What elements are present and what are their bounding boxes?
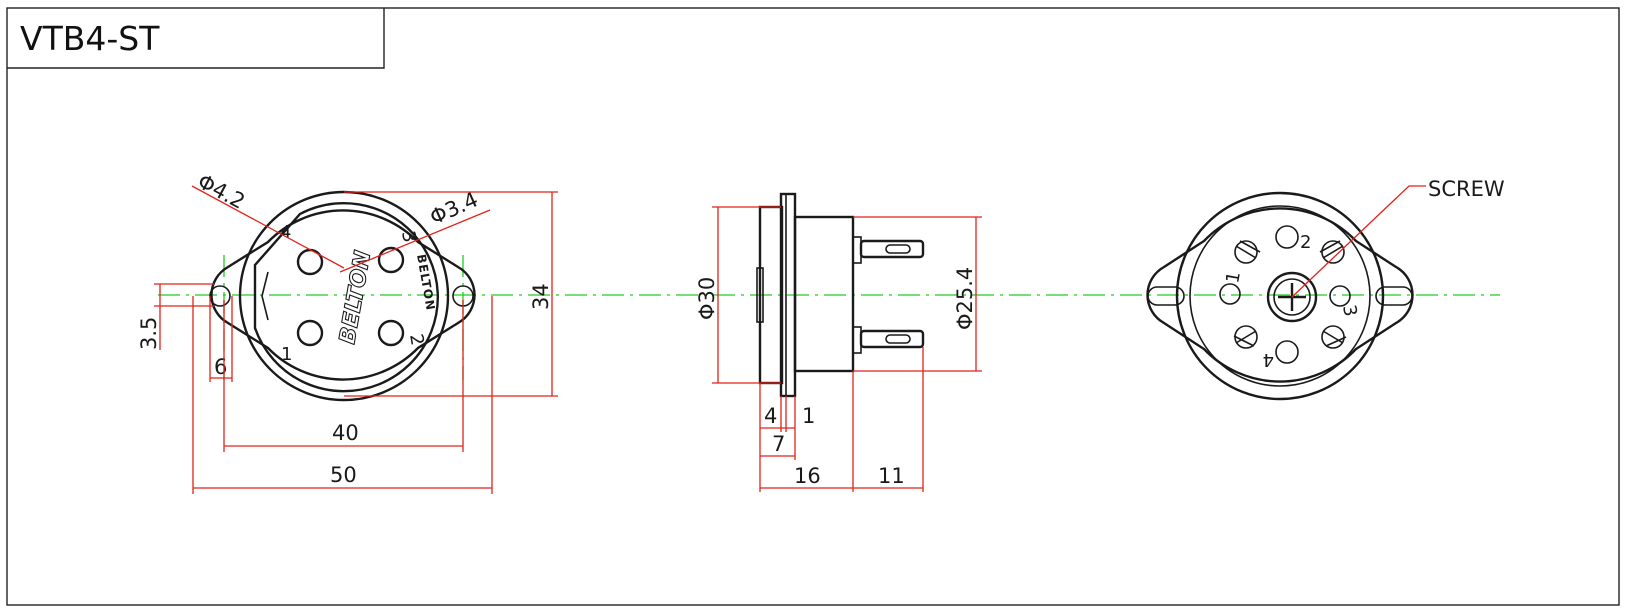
rear-pin-label-2: 2 <box>1300 232 1311 253</box>
front-pin-label-4: 4 <box>280 222 291 243</box>
side-rear-boss <box>756 267 764 323</box>
dim-side-c: 7 <box>772 432 785 456</box>
rear-body-outline <box>1175 191 1385 401</box>
rear-pin-hole-4 <box>1275 340 1299 364</box>
rear-pin-hole-3 <box>1329 285 1351 307</box>
front-pin-label-2: 2 <box>405 332 428 347</box>
pin-hole-3 <box>377 246 405 274</box>
side-lug-top <box>859 239 925 259</box>
rear-lug-4 <box>1233 325 1258 349</box>
rear-lug-2 <box>1319 240 1345 264</box>
dim-slot-width: 6 <box>214 355 227 379</box>
dim-slot-offset: 3.5 <box>137 317 161 350</box>
dim-body-dia: Φ25.4 <box>953 267 977 330</box>
front-view: BELTON BELTON 1 2 3 4 Φ4.2 Φ3.4 34 3.5 6… <box>137 169 558 494</box>
dim-overall-width: 50 <box>330 463 357 487</box>
dim-overall-height: 34 <box>529 283 553 310</box>
rear-pin-hole-2 <box>1275 225 1299 249</box>
rear-slot-left <box>1147 286 1185 306</box>
dim-lug-len: 11 <box>878 464 905 488</box>
dim-body-len: 16 <box>794 464 821 488</box>
rear-slot-right <box>1375 286 1413 306</box>
rear-lug-3 <box>1321 325 1347 349</box>
front-flange-outline <box>210 209 476 381</box>
dim-mount-pitch: 40 <box>332 421 359 445</box>
dim-hole-small: Φ3.4 <box>426 187 481 229</box>
side-body <box>793 215 855 373</box>
rear-lug-1 <box>1234 240 1261 264</box>
rear-pin-hole-1 <box>1219 283 1241 305</box>
rear-pin-label-1: 1 <box>1222 270 1245 285</box>
leader-hole-large <box>191 185 345 269</box>
rear-pin-label-3: 3 <box>1338 303 1361 318</box>
screw-leader <box>1291 185 1426 298</box>
side-lug-top-slot <box>885 244 911 254</box>
side-lug-bottom <box>859 329 925 349</box>
dim-flange-dia: Φ30 <box>695 277 719 320</box>
front-inner-ring <box>253 202 439 393</box>
rear-screw-inner <box>1273 278 1311 316</box>
pin-hole-2 <box>377 319 405 347</box>
drawing-frame <box>6 7 1620 606</box>
front-pin-label-1: 1 <box>281 344 292 365</box>
front-brand-small: BELTON <box>414 253 438 312</box>
dim-side-b: 1 <box>802 404 815 428</box>
rear-view: 1 2 3 4 SCREW <box>1146 177 1505 401</box>
side-view: Φ30 Φ25.4 4 1 7 16 11 <box>695 192 982 492</box>
front-key-notch <box>261 271 269 321</box>
dim-hole-large: Φ4.2 <box>194 169 249 214</box>
title-block <box>7 8 385 69</box>
rear-pin-label-4: 4 <box>1263 349 1274 370</box>
screw-callout: SCREW <box>1428 177 1505 201</box>
rear-inner-ring <box>1189 205 1371 387</box>
front-pin-label-3: 3 <box>397 229 420 244</box>
dim-side-a: 4 <box>764 404 777 428</box>
mount-hole-left <box>209 285 231 307</box>
drawing-title: VTB4-ST <box>20 19 160 58</box>
side-lug-bottom-slot <box>885 334 911 344</box>
leader-hole-small <box>339 209 491 273</box>
front-brand: BELTON <box>335 249 376 346</box>
pin-hole-1 <box>296 319 324 347</box>
rear-screw-head <box>1266 271 1318 323</box>
rear-flange-outline <box>1146 207 1414 383</box>
